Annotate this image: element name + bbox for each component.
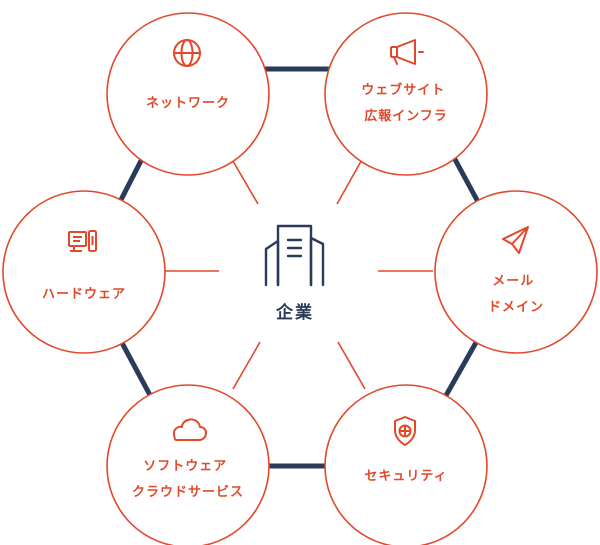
building-icon [264,224,325,287]
megaphone-icon [390,39,424,65]
spoke-security [337,341,366,390]
center-label: 企業 [275,302,314,323]
node-software: ソフトウェア クラウドサービス [106,384,270,545]
center-node: 企業 [264,224,325,323]
spoke-software [232,341,261,390]
globe-icon [173,39,201,67]
shield-icon [394,416,416,446]
node-label-line: クラウドサービス [132,484,244,500]
cloud-icon [173,418,207,441]
spoke-network [229,155,259,205]
spoke-web [336,155,365,205]
node-hardware: ハードウェア [2,190,166,354]
node-label-line: 広報インフラ [364,108,448,124]
svg-text:セキュリティ: セキュリティ [364,469,447,484]
svg-text:ハードウェア: ハードウェア [42,287,126,302]
node-network: ネットワーク [106,12,270,176]
node-label-line: ネットワーク [146,96,230,111]
node-web: ウェブサイト 広報インフラ [324,12,488,176]
node-label-line: ソフトウェア [143,459,227,474]
svg-text:ウェブサイト 広報インフラ: ウェブサイト 広報インフラ [361,82,451,124]
node-mail: メール ドメイン [434,190,598,354]
node-label-line: ウェブサイト [361,82,445,98]
node-security: セキュリティ [324,384,488,545]
computer-icon [68,230,97,252]
svg-text:ソフトウェア クラウドサービス: ソフトウェア クラウドサービス [132,459,244,500]
svg-text:ネットワーク: ネットワーク [146,96,230,111]
node-label-line: セキュリティ [364,469,447,484]
paper-plane-icon [502,226,529,254]
svg-text:メール ドメイン: メール ドメイン [488,274,544,315]
node-label-line: ハードウェア [42,287,126,302]
node-label-line: ドメイン [488,300,544,315]
node-label-line: メール [492,274,534,289]
spokes [164,155,433,390]
